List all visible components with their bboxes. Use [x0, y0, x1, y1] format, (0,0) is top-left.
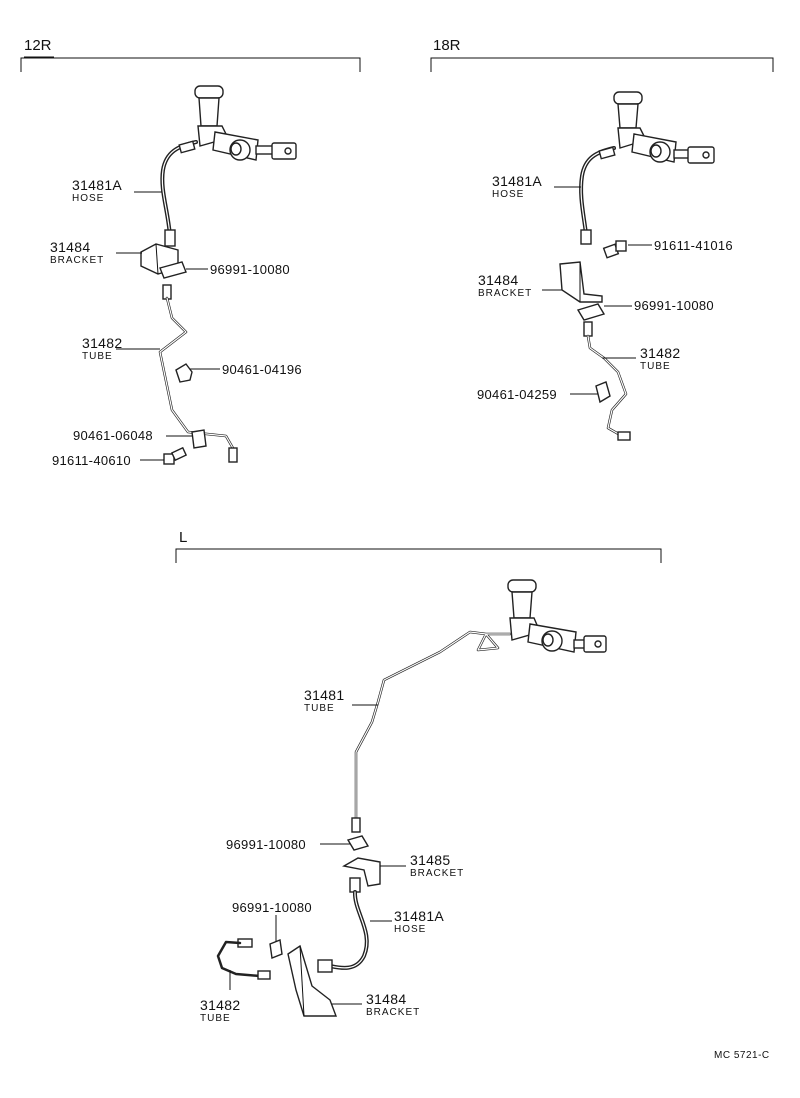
- r18-bracket-label: BRACKET: [478, 288, 533, 299]
- l-tube-main: [351, 630, 512, 833]
- r12-bracket-label: BRACKET: [50, 255, 105, 266]
- r12-tube-number: 31482: [82, 335, 123, 351]
- l-tube-label: TUBE: [304, 703, 335, 714]
- l-clip1-partnumber: 96991-10080: [226, 837, 306, 852]
- l-clip1-part: [346, 835, 370, 851]
- l-bracket2-part: [342, 857, 381, 887]
- l-hose-number: 31481A: [394, 908, 445, 924]
- r18-master-cylinder: [613, 91, 715, 164]
- r18-clip-partnumber: 96991-10080: [634, 298, 714, 313]
- section-12r-title: 12R: [24, 37, 52, 54]
- l-master-cylinder: [507, 579, 607, 653]
- r12-bolt-part: [163, 446, 188, 465]
- r12-tube-label: TUBE: [82, 351, 113, 362]
- r18-tube-label: TUBE: [640, 361, 671, 372]
- r12-clamp-partnumber: 90461-04196: [222, 362, 302, 377]
- l-clip2-part: [269, 939, 283, 959]
- r12-clamp2-partnumber: 90461-06048: [73, 428, 153, 443]
- diagram-code: MC 5721-C: [714, 1050, 770, 1061]
- r18-hose: [579, 146, 616, 245]
- r12-hose-number: 31481A: [72, 177, 123, 193]
- r12-clip-part: [159, 261, 187, 279]
- l-hose-label: HOSE: [394, 924, 427, 935]
- r12-master-cylinder: [194, 85, 297, 161]
- r12-hose-label: HOSE: [72, 193, 105, 204]
- r18-bracket-part: [559, 261, 603, 303]
- r12-clip-partnumber: 96991-10080: [210, 262, 290, 277]
- r18-hose-label: HOSE: [492, 189, 525, 200]
- l-tube-number: 31481: [304, 687, 345, 703]
- r18-clamp-part: [595, 381, 611, 404]
- l-bracket-number: 31484: [366, 991, 407, 1007]
- r18-clip-part: [576, 303, 606, 321]
- r12-bracket-number: 31484: [50, 239, 91, 255]
- r12-clamp-part: [175, 363, 193, 383]
- r12-bolt-partnumber: 91611-40610: [52, 453, 131, 468]
- r18-clamp-partnumber: 90461-04259: [477, 387, 557, 402]
- l-tube2-number: 31482: [200, 997, 241, 1013]
- r12-clamp2-part: [191, 429, 207, 449]
- l-leaders: [229, 704, 406, 1005]
- l-clip2-partnumber: 96991-10080: [232, 900, 312, 915]
- section-18r-bracket: [430, 57, 774, 72]
- l-bracket-part: [287, 944, 338, 1017]
- l-hose-part: [317, 877, 369, 973]
- l-bracket-label: BRACKET: [366, 1007, 421, 1018]
- section-l-bracket: [175, 548, 662, 563]
- l-bracket2-number: 31485: [410, 852, 451, 868]
- section-18r-title: 18R: [433, 37, 461, 54]
- r12-leaders: [116, 191, 220, 461]
- l-tube2-part: [216, 938, 271, 980]
- r18-bracket-number: 31484: [478, 272, 519, 288]
- r18-tube: [583, 321, 631, 441]
- r12-tube: [158, 284, 238, 463]
- r18-leaders: [542, 186, 652, 395]
- r18-bolt-partnumber: 91611-41016: [654, 238, 733, 253]
- section-12r-bracket: [20, 56, 361, 72]
- r18-tube-number: 31482: [640, 345, 681, 361]
- section-l-title: L: [179, 529, 188, 546]
- r18-hose-number: 31481A: [492, 173, 543, 189]
- l-tube2-label: TUBE: [200, 1013, 231, 1024]
- l-bracket2-label: BRACKET: [410, 868, 465, 879]
- r12-hose: [160, 140, 198, 247]
- r18-bolt-part: [602, 240, 627, 259]
